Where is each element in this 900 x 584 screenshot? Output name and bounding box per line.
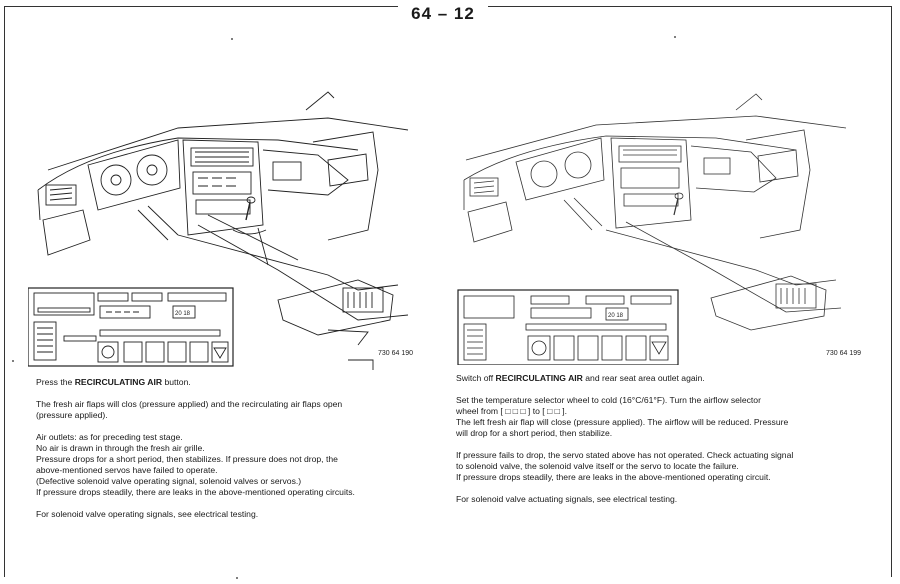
right-para1-line: will drop for a short period, then stabi…	[456, 428, 613, 438]
left-para1-line: (pressure applied).	[36, 410, 108, 420]
scan-speck	[236, 577, 238, 579]
left-instruction: Press the RECIRCULATING AIR button.	[36, 377, 191, 387]
right-para2-line: If pressure fails to drop, the servo sta…	[456, 450, 794, 460]
left-para3: For solenoid valve operating signals, se…	[36, 509, 259, 519]
right-para2-line: If pressure drops steadily, there are le…	[456, 472, 771, 482]
figure-code-left: 730 64 190	[378, 350, 414, 357]
scan-speck	[674, 36, 676, 38]
dashboard-illustration-left: 20 18	[28, 91, 409, 370]
right-para3: For solenoid valve actuating signals, se…	[456, 494, 678, 504]
right-para1-line: Set the temperature selector wheel to co…	[456, 395, 761, 405]
left-para2-line: (Defective solenoid valve operating sign…	[36, 476, 302, 486]
left-text-column: Press the RECIRCULATING AIR button. The …	[36, 377, 436, 520]
scan-speck	[12, 360, 14, 362]
figure-code-right: 730 64 199	[826, 350, 862, 357]
left-panel-display: 20 18	[175, 311, 191, 317]
dashboard-illustration-right: 20 18	[457, 93, 847, 365]
left-para2-line: No air is drawn in through the fresh air…	[36, 443, 205, 453]
right-panel-display: 20 18	[608, 313, 624, 319]
right-instruction: Switch off RECIRCULATING AIR and rear se…	[456, 373, 705, 383]
left-para2-line: Air outlets: as for preceding test stage…	[36, 432, 183, 442]
left-para2-line: If pressure drops steadily, there are le…	[36, 487, 355, 497]
right-para1-line: wheel from [ □ □ □ ] to [ □ □ ].	[456, 406, 567, 416]
page-number: 64 – 12	[398, 4, 488, 24]
left-para2-line: above-mentioned servos have failed to op…	[36, 465, 218, 475]
right-text-column: Switch off RECIRCULATING AIR and rear se…	[456, 373, 876, 505]
right-para2-line: to solenoid valve, the solenoid valve it…	[456, 461, 739, 471]
left-para2-line: Pressure drops for a short period, then …	[36, 454, 338, 464]
scan-speck	[231, 38, 233, 40]
right-para1-line: The left fresh air flap will close (pres…	[456, 417, 789, 427]
left-para1-line: The fresh air flaps will clos (pressure …	[36, 399, 343, 409]
